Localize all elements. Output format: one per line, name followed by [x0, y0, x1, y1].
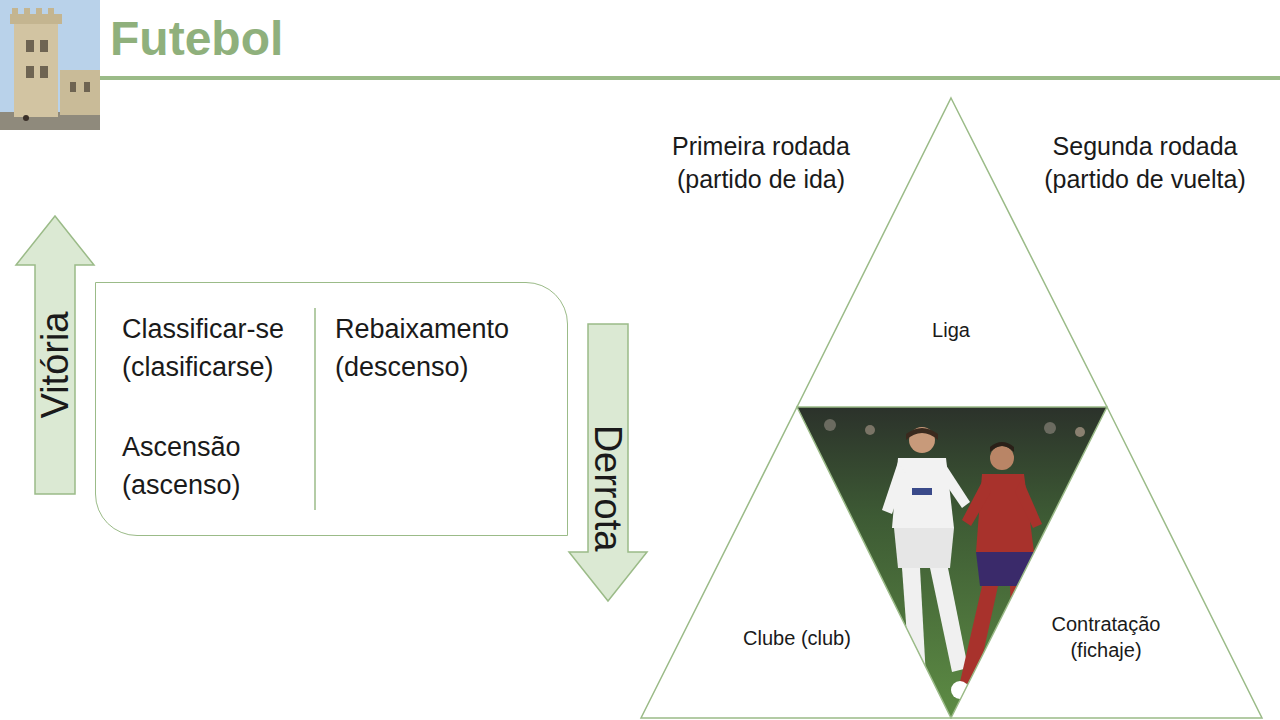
round-label-wrap: Segunda rodada (partido de vuelta) [1020, 130, 1270, 195]
defeat-arrow-text: Derrota [589, 425, 627, 552]
signing-triangle-text-wrap: Contratação (fichaje) [1041, 611, 1171, 663]
round-label: Segunda rodada (partido de vuelta) [1020, 130, 1270, 195]
victory-arrow-text-wrap: Vitória [36, 311, 74, 418]
page-title: Futebol [110, 10, 283, 68]
terms-box-text-wrap: Rebaixamento (descenso) [335, 311, 550, 387]
club-triangle-shape [641, 407, 951, 718]
league-triangle-shape [797, 98, 1107, 407]
round-label-wrap: Primeira rodada (partido de ida) [636, 130, 886, 195]
column-divider [314, 308, 316, 510]
defeat-arrow-shape [569, 324, 647, 601]
terms-box: Classificar-se (clasificarse) Ascensão (a… [95, 282, 568, 536]
league-triangle-text: Liga [881, 317, 1021, 343]
victory-arrow: Vitória [15, 215, 95, 495]
league-triangle-text-wrap: Liga [881, 317, 1021, 343]
victory-arrow-shape [16, 216, 94, 494]
terms-box-text-wrap: Classificar-se (clasificarse) [122, 311, 312, 387]
signing-triangle-outline [951, 407, 1262, 718]
title-rule [100, 76, 1280, 80]
terms-box-text: Rebaixamento (descenso) [335, 311, 550, 387]
signing-triangle: Contratação (fichaje) [951, 407, 1262, 718]
league-triangle-outline [797, 98, 1107, 407]
terms-box-text-wrap: Ascensão (ascenso) [122, 429, 312, 505]
signing-triangle-text: Contratação (fichaje) [1041, 611, 1171, 663]
defeat-arrow: Derrota [568, 323, 648, 602]
signing-triangle-shape [951, 407, 1262, 718]
club-triangle: Clube (club) [641, 407, 951, 718]
football-photo [790, 400, 1120, 720]
tower-photo [0, 0, 100, 130]
page-title-wrap: Futebol [110, 10, 283, 68]
club-triangle-text: Clube (club) [712, 625, 882, 651]
round-label: Primeira rodada (partido de ida) [636, 130, 886, 195]
league-triangle: Liga [797, 98, 1107, 407]
club-triangle-outline [641, 407, 951, 718]
terms-box-text: Ascensão (ascenso) [122, 429, 312, 505]
victory-arrow-text: Vitória [36, 311, 74, 418]
club-triangle-text-wrap: Clube (club) [712, 625, 882, 651]
defeat-arrow-text-wrap: Derrota [589, 425, 627, 552]
terms-box-text: Classificar-se (clasificarse) [122, 311, 312, 387]
